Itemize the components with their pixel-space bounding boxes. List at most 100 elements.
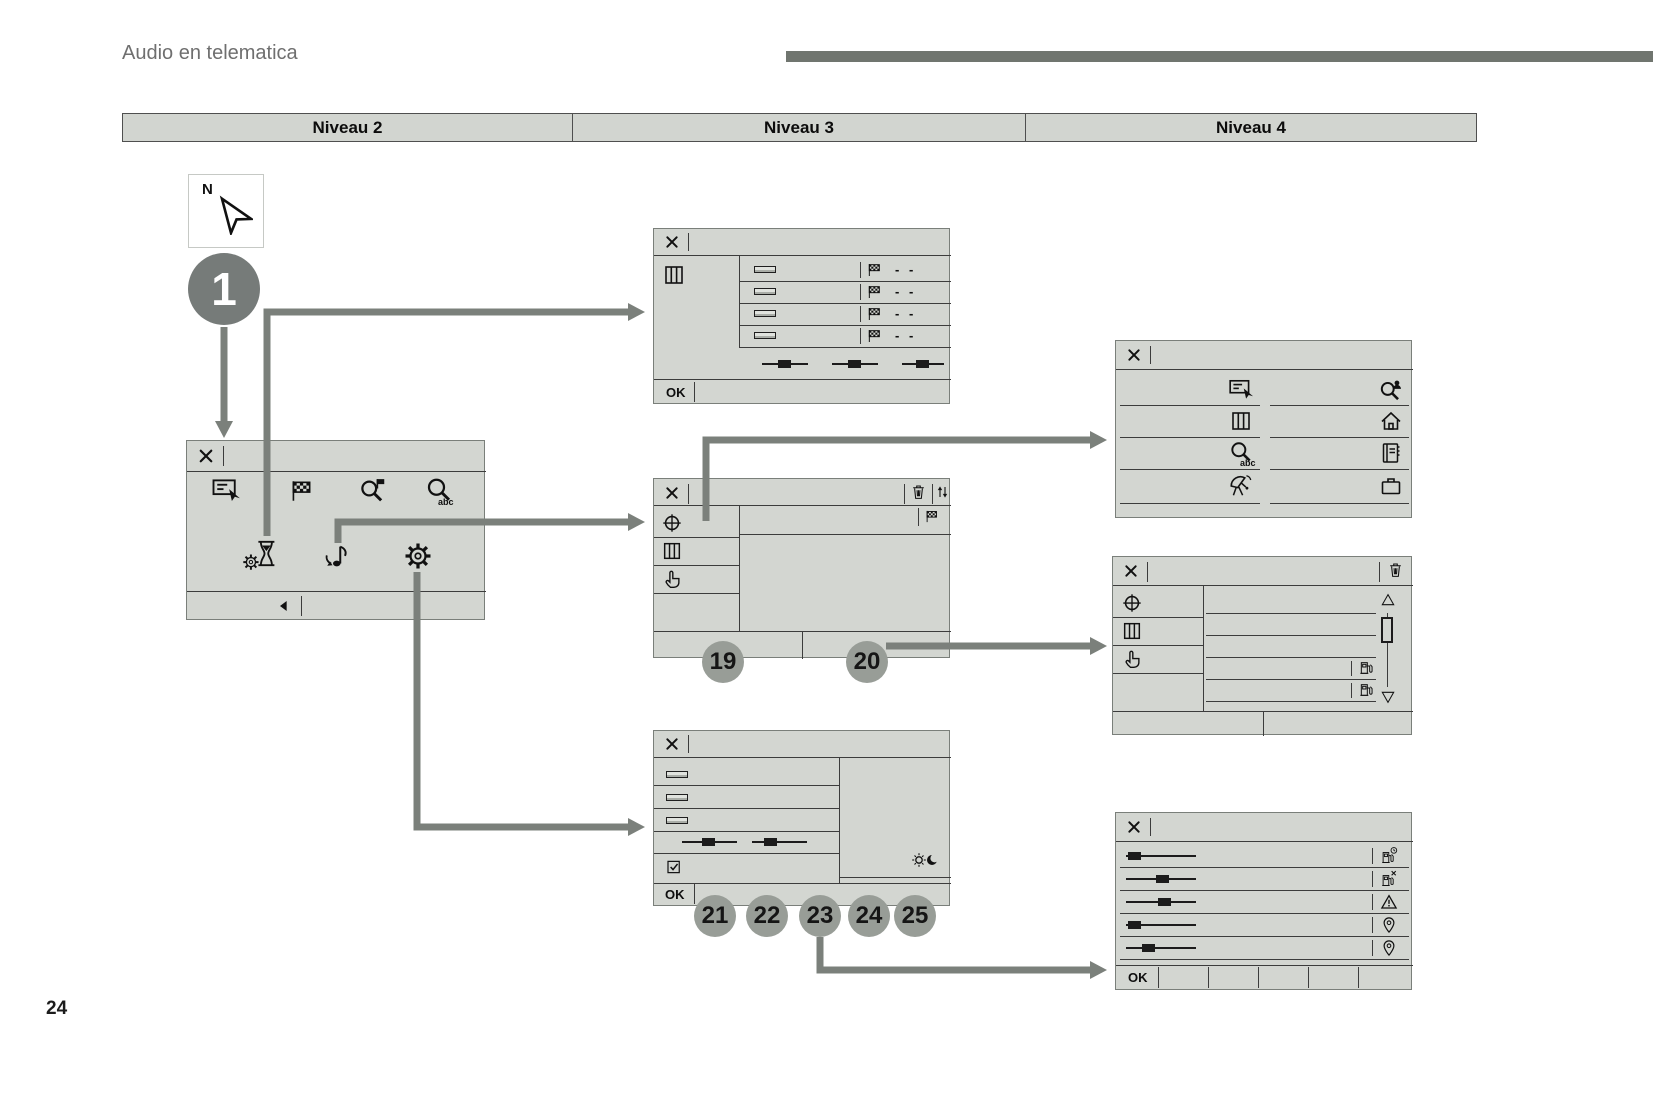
- trash-icon[interactable]: [1387, 561, 1404, 579]
- ok-button[interactable]: OK: [1128, 970, 1148, 985]
- plus-target-icon[interactable]: [661, 512, 683, 534]
- map-icon[interactable]: [1229, 409, 1253, 433]
- scroll-up-icon[interactable]: [1379, 592, 1397, 608]
- close-icon[interactable]: [1126, 347, 1142, 363]
- page-number: 24: [46, 998, 68, 1019]
- close-icon[interactable]: [664, 234, 680, 250]
- hand-select-icon[interactable]: [662, 568, 684, 590]
- divider: [694, 884, 695, 904]
- scrollbar-thumb[interactable]: [1381, 617, 1393, 643]
- settings-slider[interactable]: [682, 835, 737, 849]
- compass-north-label: N: [202, 181, 213, 198]
- divider: [1120, 503, 1260, 504]
- checkered-flag-icon: [866, 262, 882, 278]
- sort-updown-icon[interactable]: [935, 483, 950, 501]
- list-entry-button[interactable]: [754, 332, 776, 339]
- scroll-down-icon[interactable]: [1379, 689, 1397, 705]
- alert-slider[interactable]: [1126, 872, 1196, 886]
- divider: [694, 382, 695, 402]
- alert-slider[interactable]: [1126, 941, 1196, 955]
- divider: [1113, 645, 1203, 646]
- divider: [739, 303, 951, 304]
- divider: [839, 877, 951, 878]
- divider: [1120, 437, 1260, 438]
- timer-settings-icon[interactable]: [241, 540, 277, 572]
- callout-badge-25: 25: [894, 895, 936, 937]
- search-abc-label: abc: [438, 497, 454, 507]
- divider: [1120, 405, 1260, 406]
- divider: [904, 484, 905, 504]
- divider: [1372, 917, 1373, 933]
- callout-badge-20: 20: [846, 641, 888, 683]
- divider: [1120, 469, 1260, 470]
- list-entry-button[interactable]: [666, 794, 688, 801]
- close-icon[interactable]: [197, 447, 215, 465]
- divider: [739, 325, 951, 326]
- divider: [1116, 965, 1413, 966]
- scrollbar-track[interactable]: [1387, 613, 1388, 687]
- home-icon[interactable]: [1379, 409, 1403, 433]
- ok-button[interactable]: OK: [665, 887, 685, 902]
- display-touch-icon[interactable]: [210, 476, 242, 506]
- callout-badge-19: 19: [702, 641, 744, 683]
- divider: [1113, 673, 1203, 674]
- divider: [1270, 503, 1409, 504]
- header-col-niveau4: Niveau 4: [1025, 113, 1477, 142]
- alert-slider[interactable]: [1126, 918, 1196, 932]
- trash-icon[interactable]: [910, 483, 927, 501]
- day-night-icon[interactable]: [912, 850, 938, 870]
- warning-triangle-icon: [1380, 893, 1398, 911]
- map-icon[interactable]: [661, 540, 683, 562]
- ok-button[interactable]: OK: [666, 385, 686, 400]
- divider: [839, 757, 840, 883]
- checkered-flag-icon: [866, 306, 882, 322]
- back-arrow-icon[interactable]: [276, 598, 292, 614]
- list-entry-button[interactable]: [666, 771, 688, 778]
- checkered-flag-icon[interactable]: [288, 478, 314, 504]
- hand-select-icon[interactable]: [1122, 648, 1144, 670]
- display-touch-icon[interactable]: [1227, 377, 1255, 403]
- search-poi-icon[interactable]: [358, 476, 388, 506]
- divider: [688, 233, 689, 251]
- briefcase-icon[interactable]: [1379, 474, 1403, 498]
- value-slider[interactable]: [902, 357, 944, 371]
- divider: [1351, 683, 1352, 698]
- address-book-icon[interactable]: [1379, 441, 1403, 465]
- settings-slider[interactable]: [752, 835, 807, 849]
- list-entry-button[interactable]: [666, 817, 688, 824]
- search-person-icon[interactable]: [1378, 377, 1404, 403]
- accent-bar: [786, 51, 1653, 62]
- divider: [802, 631, 803, 659]
- plus-target-icon[interactable]: [1121, 592, 1143, 614]
- settings-gear-icon[interactable]: [403, 541, 433, 571]
- route-note-icon[interactable]: [323, 541, 353, 571]
- divider: [654, 785, 839, 786]
- row-value: - -: [895, 284, 917, 299]
- close-icon[interactable]: [664, 485, 680, 501]
- divider: [1270, 405, 1409, 406]
- close-icon[interactable]: [664, 736, 680, 752]
- satellite-icon[interactable]: [1228, 473, 1254, 499]
- list-entry-button[interactable]: [754, 266, 776, 273]
- divider: [860, 328, 861, 344]
- alert-slider[interactable]: [1126, 849, 1196, 863]
- fuel-pump-crossed-icon: [1380, 870, 1398, 888]
- list-entry-button[interactable]: [754, 288, 776, 295]
- divider: [739, 534, 951, 535]
- close-icon[interactable]: [1123, 563, 1139, 579]
- list-entry-button[interactable]: [754, 310, 776, 317]
- screen-destination-list: - - - - - - - - OK: [653, 228, 951, 404]
- divider: [1206, 613, 1376, 614]
- map-icon[interactable]: [1121, 620, 1143, 642]
- divider: [654, 505, 951, 506]
- close-icon[interactable]: [1126, 819, 1142, 835]
- value-slider[interactable]: [762, 357, 808, 371]
- value-slider[interactable]: [832, 357, 878, 371]
- divider: [1120, 959, 1409, 960]
- fuel-pump-clock-icon: [1380, 847, 1398, 865]
- map-icon[interactable]: [662, 263, 686, 287]
- divider: [1379, 562, 1380, 582]
- alert-slider[interactable]: [1126, 895, 1196, 909]
- checkbox-icon[interactable]: [665, 858, 683, 876]
